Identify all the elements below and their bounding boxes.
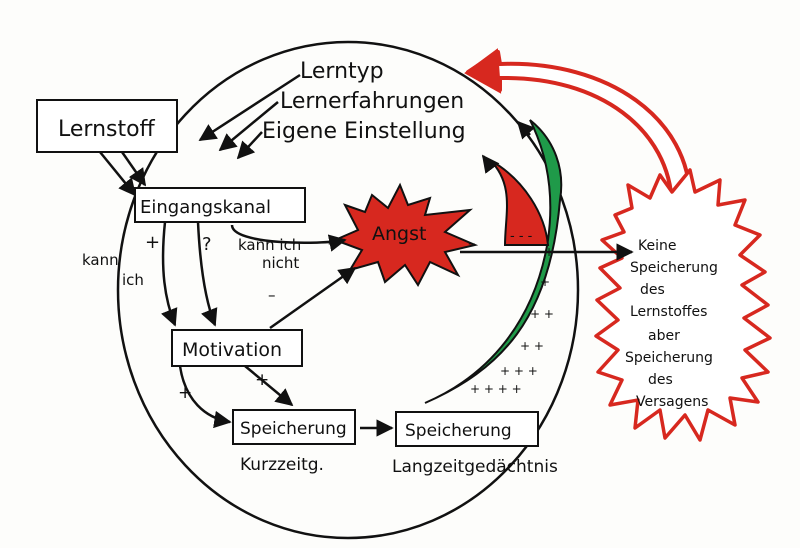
arrow-lernstoff-eingang-1 (99, 151, 137, 197)
kann-ich-nicht-1: kann ich (238, 236, 301, 254)
learning-cycle-circle (116, 40, 580, 540)
burst-line: des (640, 282, 665, 298)
angst-burst (332, 182, 479, 287)
arrow-einstellung (236, 131, 263, 160)
langzeit-green-shape (424, 119, 563, 404)
eingangskanal-box (134, 187, 306, 223)
arrow-red-up (481, 154, 500, 174)
lerntyp-label: Lerntyp (300, 59, 384, 84)
minus-2: – (268, 286, 276, 304)
burst-line: Keine (638, 238, 676, 254)
kurzzeitg-label: Kurzzeitg. (240, 455, 324, 475)
arrow-eingang-motivation-2 (196, 221, 218, 327)
svg-text:+ + +: + + + (500, 364, 538, 378)
arrow-motivation-angst (269, 266, 357, 330)
arrow-eingang-angst (230, 224, 347, 252)
arrow-motivation-speicherung-1 (178, 365, 232, 429)
eingangskanal-label: Eingangskanal (140, 197, 271, 218)
lernstoff-label: Lernstoff (58, 117, 156, 142)
arrow-lernstoff-eingang-2 (120, 151, 147, 187)
speicherung-lang-box (395, 411, 539, 447)
motivation-box (171, 329, 303, 367)
burst-line: Speicherung (625, 350, 713, 366)
arrow-eingang-motivation-1 (161, 221, 178, 327)
lernerfahrungen-label: Lernerfahrungen (280, 89, 464, 114)
svg-text:+ +: + + (530, 307, 554, 321)
minus-1: – (328, 234, 336, 252)
arrow-lernerfahrungen (218, 101, 279, 152)
versagen-text: Keine Speicherung des Lernstoffes aber S… (625, 238, 718, 410)
red-minus-marks: - - - (510, 229, 533, 244)
plus-1: + (145, 232, 160, 253)
feedback-arrowhead-red (464, 48, 502, 94)
question-mark: ? (202, 234, 212, 255)
versagen-burst (594, 168, 772, 442)
svg-text:+: + (540, 275, 550, 289)
burst-line: aber (648, 328, 680, 344)
kann-ich-1: kann (82, 251, 119, 269)
arrow-motivation-speicherung-2 (244, 365, 294, 407)
burst-line: Speicherung (630, 260, 718, 276)
plus-2: + (178, 383, 192, 403)
lernstoff-box (36, 99, 178, 153)
burst-line: des (648, 372, 673, 388)
speicherung-kurz-label: Speicherung (240, 419, 347, 439)
svg-text:+ + + +: + + + + (470, 382, 522, 396)
kann-ich-2: ich (122, 271, 144, 289)
motivation-label: Motivation (182, 339, 282, 361)
minus-3: – (468, 234, 476, 252)
burst-line: Lernstoffes (630, 304, 707, 320)
kann-ich-nicht-2: nicht (262, 254, 299, 272)
svg-text:+ +: + + (520, 339, 544, 353)
speicherung-kurz-box (232, 409, 356, 445)
speicherung-lang-label: Speicherung (405, 421, 512, 441)
angst-label: Angst (372, 223, 426, 245)
arrow-lerntyp (198, 73, 301, 142)
langzeit-label: Langzeitgedächtnis (392, 457, 558, 477)
arrow-to-einstellung (516, 120, 536, 140)
burst-line: Versagens (636, 394, 708, 410)
eigene-einstellung-label: Eigene Einstellung (262, 119, 466, 144)
plus-3: + (255, 370, 269, 390)
